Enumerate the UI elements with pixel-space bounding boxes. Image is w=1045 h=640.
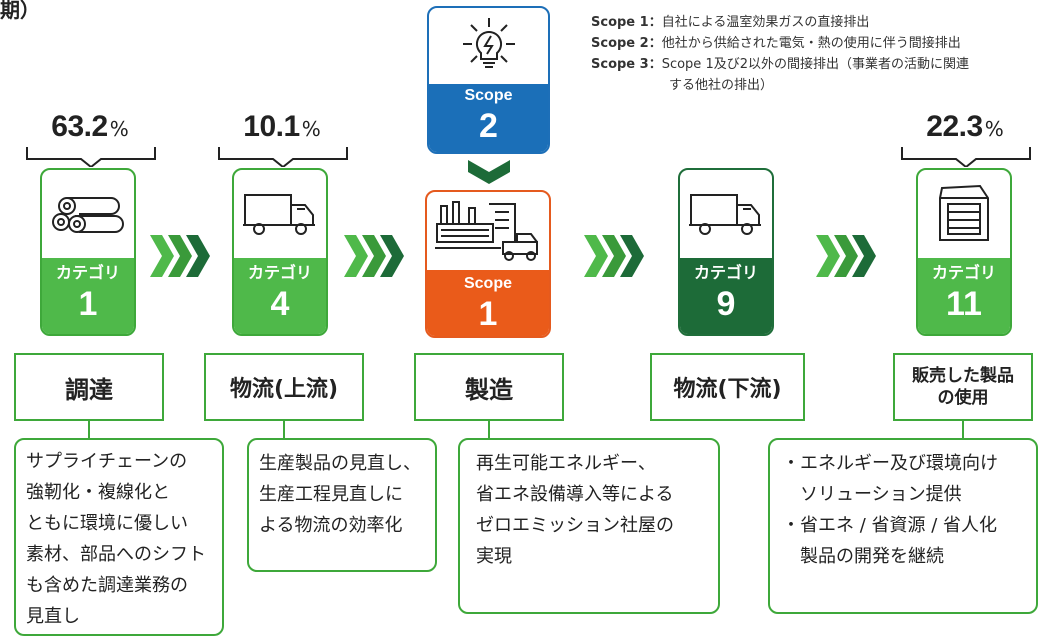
- percentage-cat11: 22.3%: [900, 110, 1030, 144]
- lightbulb-icon: [462, 18, 515, 68]
- description-line: 強靭化・複線化と: [26, 482, 170, 503]
- category9-card: カテゴリ 9: [678, 168, 774, 336]
- category4-number: 4: [270, 285, 290, 323]
- scope-legend: Scope 1：自社による温室効果ガスの直接排出 Scope 2：他社から供給さ…: [591, 12, 969, 96]
- description-upstream: 生産製品の見直し、 生産工程見直しに よる物流の効率化: [247, 438, 437, 572]
- stage-product-use-line1: 販売した製品: [912, 366, 1014, 386]
- truck-icon: [243, 194, 315, 235]
- description-manufacturing: 再生可能エネルギー、 省エネ設備導入等による ゼロエミッション社屋の 実現: [458, 438, 720, 614]
- truck-icon: [689, 194, 761, 235]
- category11-icon-area: [918, 170, 1010, 258]
- percentage-unit: %: [109, 117, 129, 141]
- category1-label-box: カテゴリ 1: [42, 258, 134, 334]
- machine-icon: [939, 184, 989, 241]
- connector-line: [283, 421, 285, 439]
- connector-line: [88, 421, 90, 439]
- description-line: ともに環境に優しい: [26, 513, 188, 534]
- legend-row-scope2: Scope 2：他社から供給された電気・熱の使用に伴う間接排出: [591, 33, 969, 54]
- scope1-icon-area: [427, 192, 549, 270]
- description-line: ・エネルギー及び環境向け: [782, 453, 998, 474]
- legend-key: Scope 3：: [591, 57, 662, 72]
- logs-icon: [52, 197, 124, 233]
- category1-label: カテゴリ: [55, 263, 120, 282]
- scope2-label: Scope: [464, 87, 513, 104]
- scope1-number: 1: [478, 295, 498, 333]
- bracket-cat11: [901, 147, 1031, 167]
- description-line: 再生可能エネルギー、: [476, 453, 656, 474]
- legend-row-scope3-cont: する他社の排出）: [669, 78, 774, 93]
- legend-text: Scope 1及び2以外の間接排出（事業者の活動に関連: [661, 57, 969, 72]
- percentage-unit: %: [301, 117, 321, 141]
- description-product-use: ・エネルギー及び環境向け ソリューション提供 ・省エネ / 省資源 / 省人化 …: [768, 438, 1038, 614]
- chevron-right-arrow-1: [150, 235, 210, 277]
- category9-label: カテゴリ: [693, 263, 758, 282]
- chevron-right-arrow-3: [584, 235, 644, 277]
- stage-product-use: 販売した製品 の使用: [893, 353, 1033, 421]
- description-line: 省エネ設備導入等による: [476, 484, 674, 505]
- category1-icon-area: [42, 170, 134, 258]
- category1-card: カテゴリ 1: [40, 168, 136, 336]
- category4-label: カテゴリ: [247, 263, 312, 282]
- description-line: 製品の開発を継続: [782, 546, 944, 567]
- description-line: 生産工程見直しに: [259, 484, 403, 505]
- scope2-number: 2: [479, 107, 498, 145]
- category4-label-box: カテゴリ 4: [234, 258, 326, 334]
- legend-text: 他社から供給された電気・熱の使用に伴う間接排出: [661, 36, 961, 51]
- category9-icon-area: [680, 170, 772, 258]
- factory-icon: [435, 201, 538, 261]
- stage-manufacturing: 製造: [414, 353, 564, 421]
- legend-row-scope3: Scope 3：Scope 1及び2以外の間接排出（事業者の活動に関連: [591, 54, 969, 75]
- legend-text: 自社による温室効果ガスの直接排出: [661, 15, 870, 30]
- percentage-cat1: 63.2%: [25, 110, 155, 144]
- category1-number: 1: [78, 285, 98, 323]
- percentage-cat4: 10.1%: [217, 110, 347, 144]
- description-line: よる物流の効率化: [259, 515, 403, 536]
- category11-label-box: カテゴリ 11: [918, 258, 1010, 334]
- description-line: サプライチェーンの: [26, 451, 188, 472]
- chevron-down-icon: [468, 160, 510, 184]
- percentage-value: 63.2: [51, 110, 108, 143]
- category4-card: カテゴリ 4: [232, 168, 328, 336]
- description-line: ・省エネ / 省資源 / 省人化: [782, 515, 998, 536]
- connector-line: [488, 421, 490, 439]
- header-title-fragment: 期）: [0, 0, 40, 22]
- scope2-label-box: Scope 2: [429, 84, 548, 152]
- description-procurement: サプライチェーンの 強靭化・複線化と ともに環境に優しい 素材、部品へのシフト …: [14, 438, 224, 636]
- category11-number: 11: [946, 285, 982, 323]
- scope1-label-box: Scope 1: [427, 270, 549, 336]
- description-line: ソリューション提供: [782, 484, 962, 505]
- category4-icon-area: [234, 170, 326, 258]
- bracket-cat1: [26, 147, 156, 167]
- connector-line: [962, 421, 964, 439]
- scope1-card: Scope 1: [425, 190, 551, 338]
- category9-label-box: カテゴリ 9: [680, 258, 772, 334]
- bracket-cat4: [218, 147, 348, 167]
- percentage-value: 22.3: [926, 110, 983, 143]
- percentage-value: 10.1: [243, 110, 300, 143]
- description-line: 素材、部品へのシフト: [26, 544, 206, 565]
- description-line: 実現: [476, 546, 512, 567]
- category11-card: カテゴリ 11: [916, 168, 1012, 336]
- percentage-unit: %: [984, 117, 1004, 141]
- stage-product-use-line2: の使用: [937, 388, 989, 408]
- legend-key: Scope 1：: [591, 15, 662, 30]
- chevron-right-arrow-2: [344, 235, 404, 277]
- legend-row-scope1: Scope 1：自社による温室効果ガスの直接排出: [591, 12, 969, 33]
- scope2-icon-area: [429, 8, 548, 84]
- stage-procurement: 調達: [14, 353, 164, 421]
- category11-label: カテゴリ: [931, 263, 996, 282]
- chevron-right-arrow-4: [816, 235, 876, 277]
- stage-downstream-logistics: 物流(下流): [650, 353, 805, 421]
- description-line: 生産製品の見直し、: [259, 453, 421, 474]
- description-line: ゼロエミッション社屋の: [476, 515, 674, 536]
- description-line: も含めた調達業務の: [26, 575, 188, 596]
- stage-upstream-logistics: 物流(上流): [204, 353, 364, 421]
- category9-number: 9: [716, 285, 736, 323]
- scope2-card: Scope 2: [427, 6, 550, 154]
- description-line: 見直し: [26, 606, 80, 627]
- scope1-label: Scope: [463, 275, 512, 292]
- legend-key: Scope 2：: [591, 36, 662, 51]
